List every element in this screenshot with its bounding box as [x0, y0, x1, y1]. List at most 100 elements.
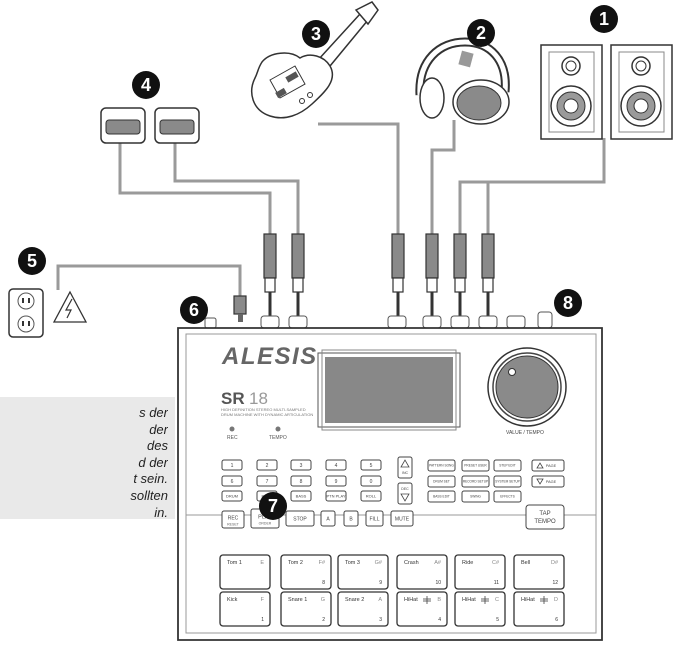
inc-button[interactable]: INC — [397, 456, 413, 479]
monitor-left — [540, 44, 603, 140]
jack-plug — [481, 233, 495, 318]
function-button-pattern-song-label: PATTERN SONG — [429, 464, 454, 468]
callouts: 1 2 3 4 5 6 7 8 — [18, 5, 618, 520]
number-button-5-label: 5 — [370, 463, 373, 469]
note-line: des — [147, 438, 168, 454]
value-tempo-dial[interactable] — [487, 347, 567, 427]
pad-name: Kick — [227, 597, 238, 603]
button-roll[interactable]: ROLL — [360, 490, 382, 502]
dec-button[interactable]: DEC — [397, 482, 413, 505]
function-button-pattern-song[interactable]: PATTERN SONG — [427, 459, 456, 472]
cable-guitar — [318, 122, 400, 236]
a-button-label: A — [326, 516, 330, 522]
pad-number: 8 — [322, 580, 325, 586]
number-button-8[interactable]: 8 — [290, 475, 312, 487]
jack-plug — [391, 233, 405, 318]
inc-label: INC — [402, 471, 409, 475]
pad-note: A — [378, 597, 382, 603]
function-button-step-edit[interactable]: STEP EDIT — [493, 459, 522, 472]
rec-button-label: REC — [228, 516, 239, 522]
function-button-swing[interactable]: SWING — [461, 490, 490, 503]
number-button-9[interactable]: 9 — [325, 475, 347, 487]
hihat-closed-icon — [423, 596, 431, 604]
number-button-3[interactable]: 3 — [290, 459, 312, 471]
number-button-2[interactable]: 2 — [256, 459, 278, 471]
page-down-button[interactable]: PAGE — [531, 475, 565, 488]
pad-number: 10 — [435, 580, 441, 586]
hihat-open-icon — [540, 596, 548, 604]
model-number: 18 — [249, 389, 268, 408]
mute-button[interactable]: MUTE — [390, 510, 414, 527]
tempo-led — [275, 426, 281, 432]
number-button-2-label: 2 — [266, 463, 269, 469]
monitor-right — [610, 44, 673, 140]
cable-pedal-2 — [173, 143, 300, 236]
cable-power — [56, 264, 242, 298]
function-button-swing-label: SWING — [470, 495, 481, 499]
info-note-box — [0, 397, 175, 519]
pad-note: G — [321, 597, 325, 603]
stop-button[interactable]: STOP — [285, 510, 315, 527]
function-button-system-setup[interactable]: SYSTEM SETUP — [493, 475, 522, 488]
number-button-0[interactable]: 0 — [360, 475, 382, 487]
number-button-5[interactable]: 5 — [360, 459, 382, 471]
power-plug — [233, 295, 247, 322]
tempo-led-label: TEMPO — [269, 435, 287, 441]
a-button[interactable]: A — [320, 510, 336, 527]
b-button[interactable]: B — [343, 510, 359, 527]
function-button-system-setup-label: SYSTEM SETUP — [495, 480, 520, 484]
tempo-label: TEMPO — [534, 519, 556, 525]
electric-guitar — [251, 1, 379, 119]
pad-hihat[interactable]: HiHat B 4 — [396, 591, 448, 627]
number-button-4[interactable]: 4 — [325, 459, 347, 471]
jack-plug — [263, 233, 277, 318]
rear-connectors — [204, 311, 553, 329]
function-button-preset-user-label: PRESET USER — [464, 464, 487, 468]
callout-3: 3 — [302, 20, 330, 48]
button-bass[interactable]: BASS — [290, 490, 312, 502]
function-button-drum-set[interactable]: DRUM SET — [427, 475, 456, 488]
page-down-label: PAGE — [546, 480, 557, 484]
pad-number: 4 — [438, 617, 441, 623]
svg-text:2: 2 — [476, 23, 486, 43]
pad-number: 2 — [322, 617, 325, 623]
function-button-preset-user[interactable]: PRESET USER — [461, 459, 490, 472]
rec-led-label: REC — [227, 435, 238, 441]
button-drum[interactable]: DRUM — [221, 490, 243, 502]
pad-note: B — [437, 597, 441, 603]
number-button-7[interactable]: 7 — [256, 475, 278, 487]
pad-name: Tom 2 — [288, 560, 303, 566]
model-tagline-2: DRUM MACHINE WITH DYNAMIC ARTICULATION — [221, 412, 313, 417]
page-up-button[interactable]: PAGE — [531, 459, 565, 472]
pad-name: HiHat — [404, 597, 418, 603]
callout-7: 7 — [259, 492, 287, 520]
function-button-record-setup[interactable]: RECORD SETUP — [461, 475, 490, 488]
pad-name: Snare 2 — [345, 597, 364, 603]
fill-button-label: FILL — [369, 516, 379, 522]
function-button-bass-edit[interactable]: BASS EDIT — [427, 490, 456, 503]
fill-button[interactable]: FILL — [365, 510, 384, 527]
stop-button-label: STOP — [293, 516, 307, 522]
function-button-step-edit-label: STEP EDIT — [499, 464, 515, 468]
function-button-effects[interactable]: EFFECTS — [493, 490, 522, 503]
number-button-9-label: 9 — [335, 479, 338, 485]
pad-number: 1 — [261, 617, 264, 623]
number-button-1[interactable]: 1 — [221, 459, 243, 471]
button-ptn-play[interactable]: PTN PLAY — [325, 490, 347, 502]
note-line: sollten — [130, 487, 168, 503]
number-button-6[interactable]: 6 — [221, 475, 243, 487]
